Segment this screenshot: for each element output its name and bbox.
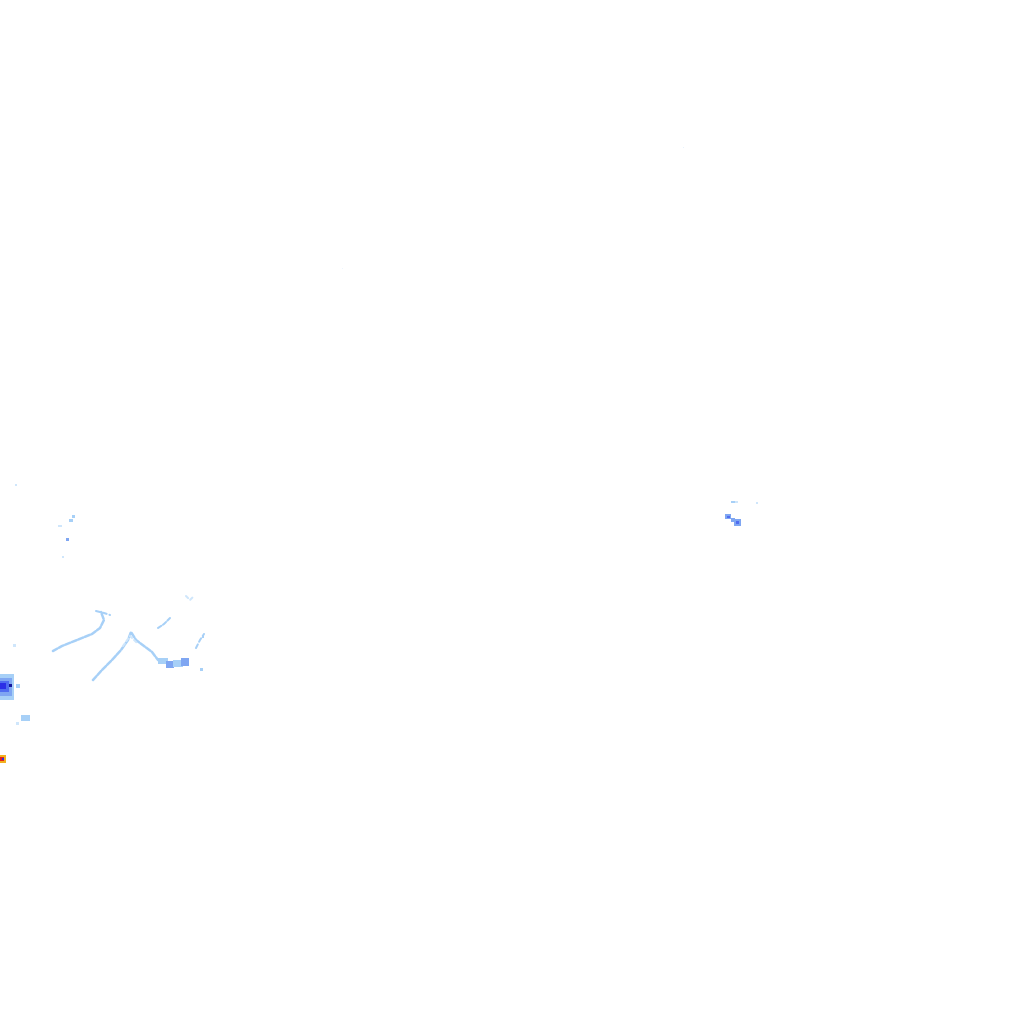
radar-echo-line: [122, 634, 139, 647]
radar-echo: [62, 556, 64, 558]
radar-echo-line: [95, 610, 111, 616]
echo-speck-southwest: [0, 755, 6, 763]
radar-echo: [173, 660, 183, 667]
echo-cell-west-edge: [0, 644, 30, 725]
radar-echo: [9, 684, 12, 687]
radar-echo: [158, 658, 168, 664]
radar-echo: [13, 644, 16, 647]
echo-cluster-east: [725, 501, 758, 526]
radar-echo: [0, 683, 6, 689]
radar-echo: [202, 636, 204, 638]
radar-echo: [16, 722, 19, 725]
radar-echo-line: [185, 595, 195, 602]
radar-echo-line: [91, 630, 160, 682]
radar-echo: [15, 484, 17, 486]
radar-echo: [727, 516, 730, 518]
radar-echo: [181, 658, 189, 666]
radar-echo: [69, 519, 73, 522]
radar-echo: [21, 715, 30, 721]
radar-echo: [16, 684, 20, 688]
radar-echo: [735, 501, 738, 503]
radar-echo: [731, 501, 735, 503]
radar-echo: [166, 661, 174, 668]
radar-echo-line: [157, 617, 171, 629]
radar-echo: [736, 521, 739, 524]
echo-specks-scattered: [15, 147, 684, 486]
radar-echo: [756, 502, 758, 504]
radar-echo: [731, 518, 735, 522]
radar-echo: [66, 538, 69, 541]
radar-echo: [2, 758, 4, 760]
radar-echo: [58, 525, 62, 527]
radar-echo: [342, 268, 343, 269]
echo-band-west: [51, 595, 205, 682]
radar-echo-line: [51, 610, 106, 653]
radar-echo: [683, 147, 684, 148]
radar-echo: [72, 515, 75, 518]
echo-band-west-upper: [58, 515, 75, 558]
radar-echo: [200, 668, 203, 671]
